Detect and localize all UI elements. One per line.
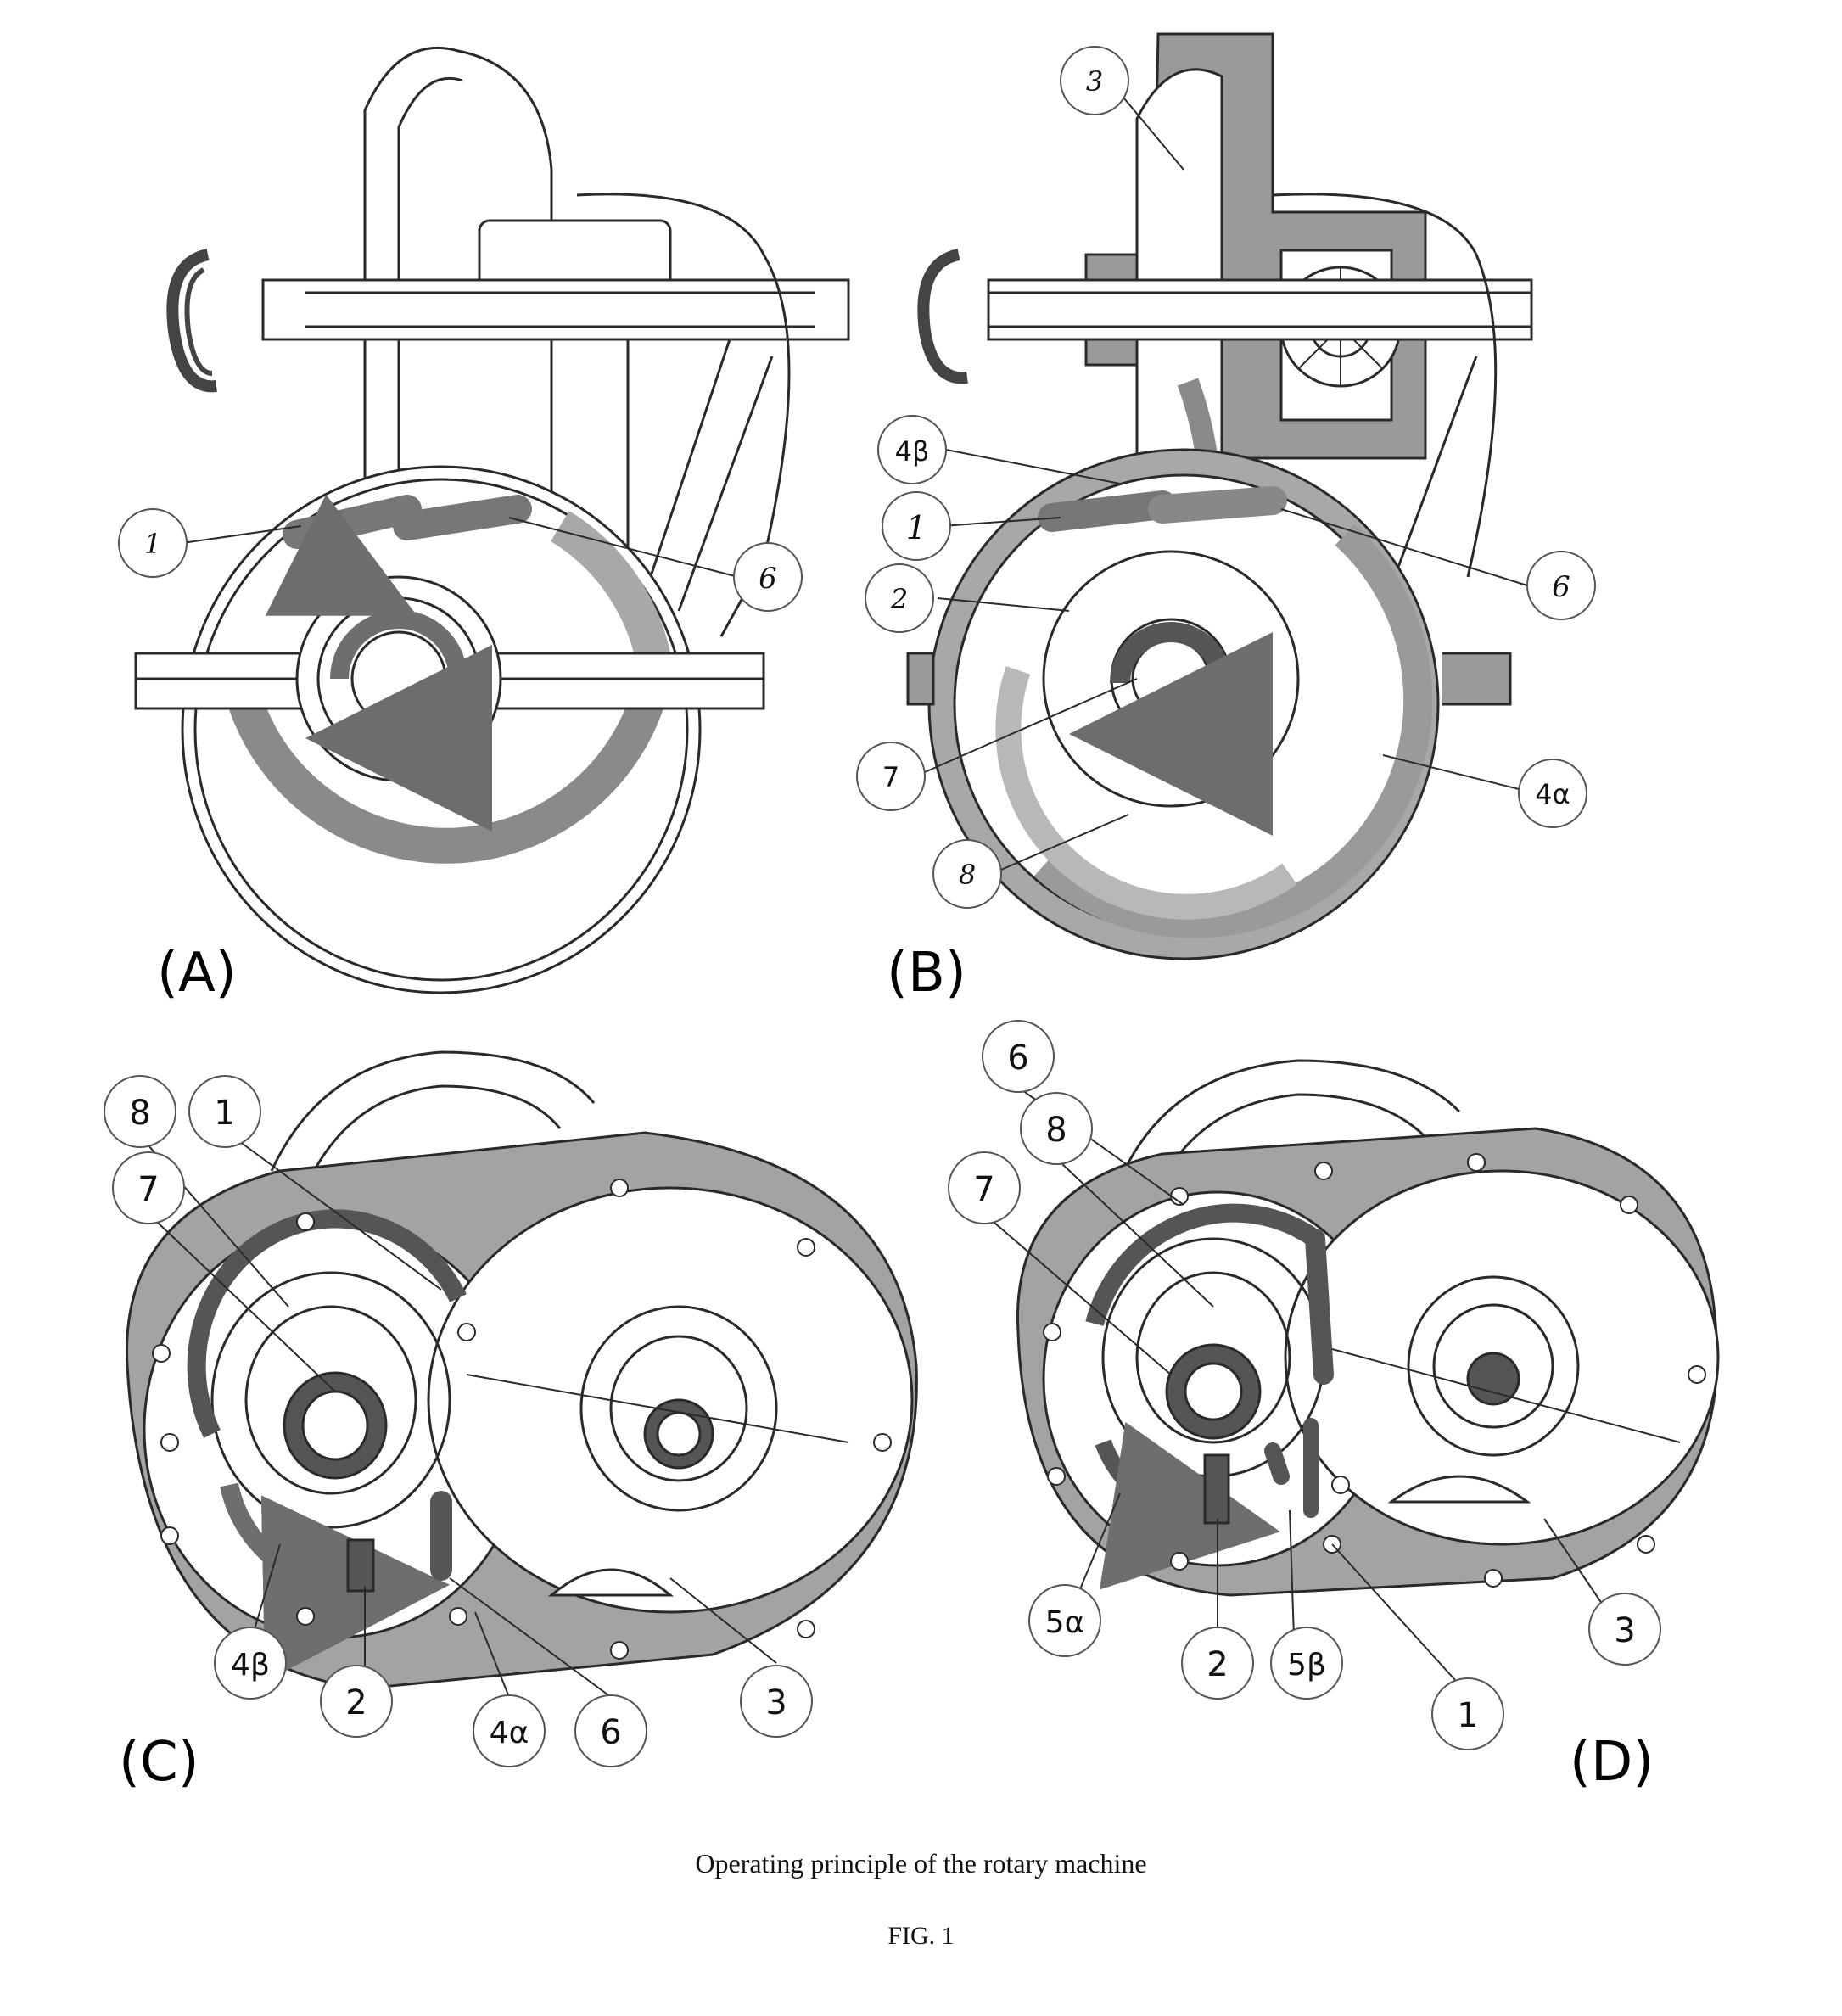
callout-b-7: 7 [856,742,926,811]
callout-d-8: 8 [1020,1092,1093,1165]
callout-d-6-text: 6 [1007,1039,1028,1078]
panel-a-rotation-arrow [305,610,493,832]
panel-d-piston-arc [1085,1203,1321,1326]
panel-d-direction-arrow [1095,1421,1280,1590]
callout-c-3-text: 3 [765,1683,787,1722]
callout-d-2-text: 2 [1207,1645,1228,1684]
panel-b-rod-1 [1038,490,1177,532]
callout-d-7: 7 [948,1151,1021,1224]
panel-c-piston-arc [187,1209,467,1438]
callout-labels: 1 6 3 4β 1 2 6 7 4α 8 8 1 7 4β 2 4α 6 3 … [104,46,1661,1767]
callout-b-3-text: 3 [1086,65,1103,98]
callout-d-1: 1 [1431,1677,1504,1750]
callout-c-7: 7 [112,1151,185,1224]
panel-a-letter: (A) [157,942,237,1005]
callout-d-5beta: 5β [1270,1627,1343,1700]
callout-d-7-text: 7 [973,1170,994,1209]
panel-b-chamber-4a [1033,524,1433,938]
panel-a-chamber-arc [229,675,671,864]
callout-d-5beta-text: 5β [1287,1648,1326,1683]
callout-b-2-text: 2 [890,583,908,615]
panel-a-rod-6 [393,495,532,540]
panel-b-letter: (B) [887,942,966,1005]
callout-c-1-text: 1 [214,1094,235,1133]
panel-a-shaft [350,630,447,727]
callout-b-4alpha: 4α [1518,759,1587,828]
callout-c-4beta: 4β [214,1627,287,1700]
callout-b-7-text: 7 [882,761,899,793]
callout-d-5alpha: 5α [1028,1584,1101,1657]
panel-a-upper-clamp [261,278,850,341]
panel-b-rotation-arrow [1069,622,1274,836]
figure-number: FIG. 1 [887,1922,955,1950]
callout-b-4beta-text: 4β [895,435,930,468]
figure-caption: Operating principle of the rotary machin… [695,1848,1147,1879]
panel-b [906,32,1533,960]
panel-d-letter: (D) [1570,1731,1654,1794]
callout-a-1-text: 1 [144,528,161,560]
panel-a-snap-ring [166,249,217,393]
callout-c-8: 8 [104,1075,176,1148]
panel-d-left-shaft [1184,1362,1243,1421]
callout-b-3: 3 [1060,46,1129,115]
callout-b-1-text: 1 [906,509,927,546]
callout-c-4alpha-text: 4α [490,1716,529,1750]
panel-a [134,46,850,994]
callout-c-7-text: 7 [137,1170,159,1209]
callout-c-4beta-text: 4β [231,1648,270,1683]
panel-c-letter: (C) [119,1731,199,1794]
callout-d-5alpha-text: 5α [1045,1605,1085,1640]
panel-c [126,1050,918,1698]
panel-d-vane-2 [1203,1453,1230,1525]
callout-c-4alpha: 4α [473,1694,546,1767]
callout-a-1: 1 [118,508,188,578]
panel-c-direction-arrow [220,1482,450,1683]
callout-c-1: 1 [188,1075,261,1148]
callout-b-8: 8 [932,839,1002,909]
callout-a-6: 6 [733,542,803,612]
callout-b-2: 2 [865,563,934,633]
callout-c-6: 6 [574,1694,647,1767]
callout-d-3-text: 3 [1614,1611,1635,1650]
callout-c-8-text: 8 [129,1094,150,1133]
callout-d-6: 6 [982,1020,1055,1093]
callout-b-4beta: 4β [877,415,947,484]
callout-b-6: 6 [1526,551,1596,620]
callout-c-6-text: 6 [600,1713,621,1752]
callout-b-8-text: 8 [959,859,976,891]
callout-b-1: 1 [882,491,951,561]
panel-c-vane-2 [346,1538,375,1593]
panel-b-rod-6 [1148,486,1287,524]
callout-a-6-text: 6 [759,562,777,596]
callout-d-3: 3 [1588,1593,1661,1666]
callout-d-2: 2 [1181,1627,1254,1700]
panel-b-chamber-8 [995,666,1297,920]
callout-b-4alpha-text: 4α [1535,778,1570,810]
panel-c-left-shaft [301,1390,369,1461]
callout-c-2: 2 [320,1665,393,1738]
panel-c-right-shaft [656,1411,702,1457]
callout-c-2-text: 2 [345,1683,367,1722]
callout-d-1-text: 1 [1457,1696,1478,1735]
callout-b-6-text: 6 [1552,570,1570,604]
callout-c-3: 3 [740,1665,813,1738]
panel-d [988,1059,1720,1681]
callout-d-8-text: 8 [1045,1111,1067,1150]
